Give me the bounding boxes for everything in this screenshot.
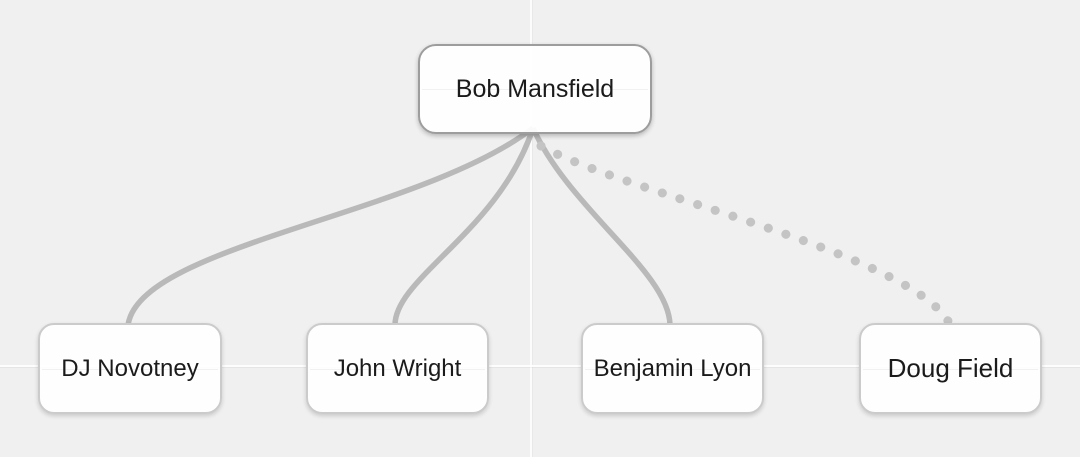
connector-root-dj-novotney: [125, 125, 535, 326]
horizontal-guideline: [0, 365, 1080, 367]
node-label: Doug Field: [887, 353, 1014, 383]
node-label: Benjamin Lyon: [593, 354, 752, 382]
node-benjamin-lyon[interactable]: Benjamin Lyon: [581, 323, 764, 414]
node-bob-mansfield[interactable]: Bob Mansfield: [418, 44, 652, 134]
node-john-wright[interactable]: John Wright: [306, 323, 489, 414]
connector-root-john-wright: [392, 127, 536, 326]
node-label: Bob Mansfield: [455, 74, 615, 103]
node-label: John Wright: [333, 354, 462, 382]
vertical-guideline: [530, 0, 532, 457]
node-doug-field[interactable]: Doug Field: [859, 323, 1042, 414]
connector-root-doug-field-dotted: [536, 141, 953, 326]
node-label: DJ Novotney: [61, 354, 199, 382]
connector-root-benjamin-lyon: [530, 126, 673, 326]
node-dj-novotney[interactable]: DJ Novotney: [38, 323, 222, 414]
